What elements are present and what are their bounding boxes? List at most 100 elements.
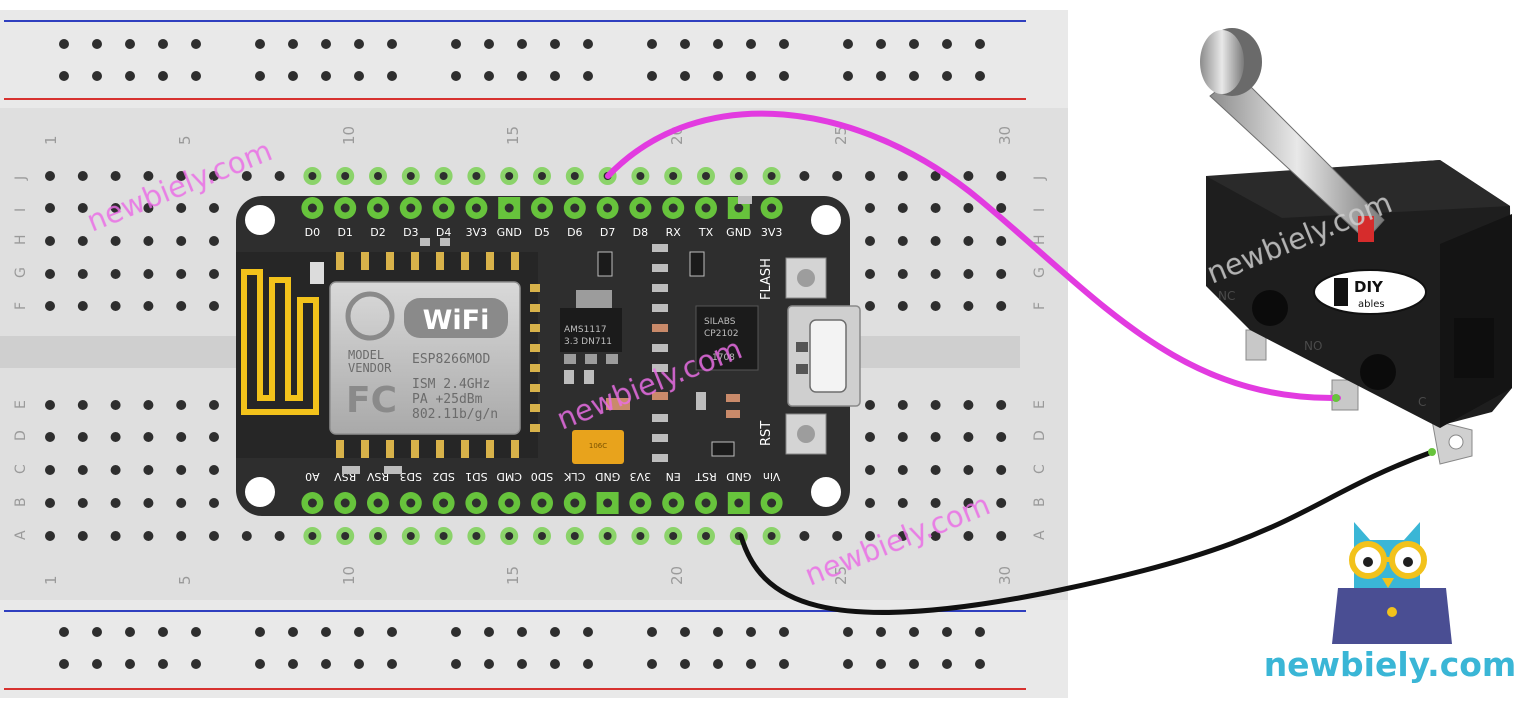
connected-hole xyxy=(702,172,710,180)
breadboard-hole xyxy=(45,236,55,246)
rail-hole xyxy=(125,659,135,669)
breadboard-hole xyxy=(897,269,908,279)
module-pad xyxy=(436,440,444,458)
rail-hole xyxy=(550,659,560,669)
rail-hole xyxy=(125,627,135,637)
breadboard-hole xyxy=(45,465,55,475)
rail-hole xyxy=(92,627,102,637)
regulator-label: 3.3 DN711 xyxy=(564,337,612,347)
espressif-logo xyxy=(345,291,395,341)
wifi-logo-text: WiFi xyxy=(423,305,490,336)
module-pad xyxy=(530,424,540,432)
column-number: 10 xyxy=(340,566,358,585)
capacitor-body xyxy=(572,430,624,464)
smd-resistor xyxy=(342,466,360,474)
terminal-label-no: NO xyxy=(1304,339,1322,353)
usb-chip-body xyxy=(695,305,759,371)
column-number: 5 xyxy=(176,575,194,585)
rail-hole xyxy=(680,627,690,637)
rail-hole xyxy=(713,659,723,669)
board-pin-hole xyxy=(603,203,613,213)
breadboard-hole xyxy=(176,236,187,246)
breadboard-hole xyxy=(209,301,219,311)
breadboard-hole xyxy=(209,432,219,442)
ground-wire xyxy=(738,449,1435,615)
module-pad xyxy=(386,252,394,270)
board-pin-hole xyxy=(734,203,744,213)
breadboard-hole xyxy=(865,203,875,213)
breadboard-hole xyxy=(963,498,974,508)
connected-holes xyxy=(303,167,781,545)
column-number: 5 xyxy=(176,135,194,145)
connected-hole xyxy=(636,172,645,180)
wire-end xyxy=(1428,448,1436,456)
rail-hole xyxy=(517,39,527,49)
rail-hole xyxy=(484,659,494,669)
breadboard-hole xyxy=(996,203,1007,213)
regulator-label: AMS1117 xyxy=(564,325,607,335)
row-letter: J xyxy=(13,176,29,181)
breadboard-hole xyxy=(897,236,908,246)
board-pin-hole xyxy=(734,498,744,508)
rail-hole xyxy=(680,39,690,49)
board-pin-hole xyxy=(373,203,383,213)
module-pad xyxy=(530,284,540,292)
usb-pad xyxy=(796,342,808,352)
connected-hole xyxy=(439,172,448,180)
module-pad xyxy=(386,440,394,458)
rail-hole xyxy=(484,39,494,49)
rail-hole xyxy=(647,627,657,637)
module-pad xyxy=(361,440,369,458)
rail-hole xyxy=(647,659,657,669)
switch-side-recess xyxy=(1454,318,1494,378)
breadboard-hole xyxy=(996,498,1007,508)
breadboard-hole xyxy=(143,301,154,311)
rail-hole xyxy=(387,627,397,637)
connected-hole xyxy=(472,532,481,540)
rail-hole xyxy=(484,71,494,81)
breadboard-hole xyxy=(930,269,941,279)
smd-resistor xyxy=(652,454,668,462)
top-pin-label: TX xyxy=(698,226,714,239)
connected-hole xyxy=(767,532,776,540)
mount-hole xyxy=(1360,354,1396,390)
breadboard-hole xyxy=(865,269,875,279)
rail-hole xyxy=(550,39,560,49)
mount-hole xyxy=(1252,290,1288,326)
mounting-hole xyxy=(245,477,275,507)
usb-chip-label: 1708 xyxy=(712,353,735,363)
board-pin-hole xyxy=(767,498,777,508)
capacitor-label: 106C xyxy=(589,442,607,450)
column-numbers-bottom: 1 5 10 15 20 25 30 xyxy=(42,566,1014,585)
module-led xyxy=(310,262,324,284)
smd-resistor xyxy=(726,394,740,402)
diyables-logo-mark xyxy=(1334,278,1348,306)
board-pin-hole xyxy=(701,203,711,213)
breadboard-hole xyxy=(110,269,121,279)
module-pad xyxy=(411,252,419,270)
breadboard-hole xyxy=(77,269,88,279)
breadboard-hole xyxy=(45,531,55,541)
rail-hole xyxy=(125,39,135,49)
board-pin-hole xyxy=(570,203,580,213)
owl-pupil xyxy=(1403,557,1413,567)
breadboard-hole xyxy=(176,203,187,213)
breadboard-hole xyxy=(176,400,187,410)
breadboard-hole xyxy=(963,531,974,541)
row-letter: D xyxy=(13,430,29,441)
smd-resistor xyxy=(652,392,668,400)
smd-capacitor xyxy=(606,398,630,410)
rail-hole xyxy=(550,627,560,637)
flash-label: FLASH xyxy=(759,258,774,300)
board-pin-hole xyxy=(340,203,350,213)
rail-hole xyxy=(583,627,593,637)
rail-hole xyxy=(321,71,331,81)
bottom-pin-label: 3V3 xyxy=(630,470,652,483)
top-pin-label: D5 xyxy=(534,226,549,239)
row-letter: I xyxy=(13,208,29,212)
row-letter: E xyxy=(1032,400,1048,409)
top-pin-label: D8 xyxy=(633,226,648,239)
connected-hole xyxy=(308,532,317,540)
